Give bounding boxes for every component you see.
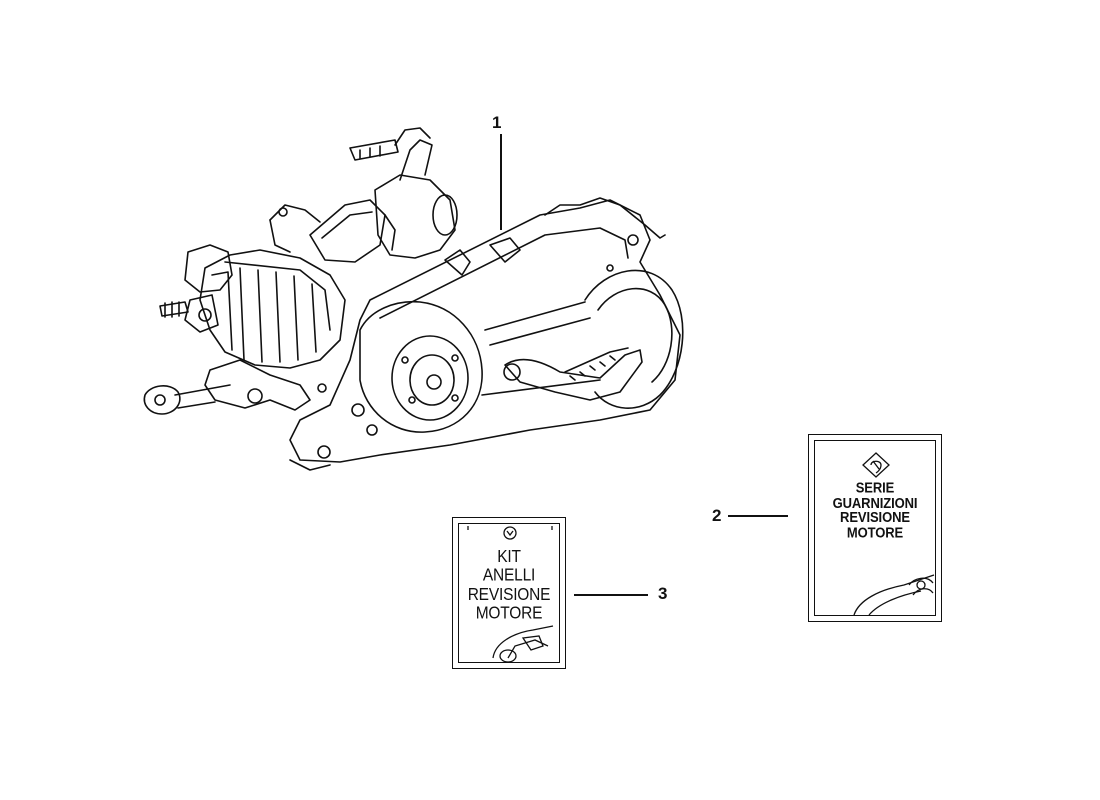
- gasket-set-title: SERIE GUARNIZIONI REVISIONE MOTORE: [809, 480, 941, 540]
- card-line: KIT: [497, 546, 521, 567]
- card-inner-border: [814, 440, 936, 616]
- card-line: MOTORE: [475, 603, 543, 623]
- callout-number-3: 3: [658, 584, 668, 603]
- card-line: REVISIONE: [840, 509, 910, 526]
- card-line: MOTORE: [846, 524, 904, 541]
- ring-kit-manual-card: KIT ANELLI REVISIONE MOTORE: [452, 517, 566, 669]
- ring-kit-title: KIT ANELLI REVISIONE MOTORE: [453, 546, 565, 623]
- callout-number-2: 2: [712, 506, 722, 525]
- leader-line-2: [728, 515, 788, 517]
- card-line: SERIE: [855, 479, 895, 496]
- callout-number-1: 1: [492, 113, 502, 132]
- card-line: ANELLI: [482, 565, 536, 586]
- leader-line-1: [500, 134, 502, 230]
- card-line: REVISIONE: [467, 584, 551, 604]
- leader-line-3: [574, 594, 648, 596]
- card-line: GUARNIZIONI: [832, 494, 918, 511]
- piaggio-logo-icon: [853, 452, 935, 616]
- ring-kit-illustration-icon: [467, 526, 554, 663]
- gasket-set-manual-card: SERIE GUARNIZIONI REVISIONE MOTORE: [808, 434, 942, 622]
